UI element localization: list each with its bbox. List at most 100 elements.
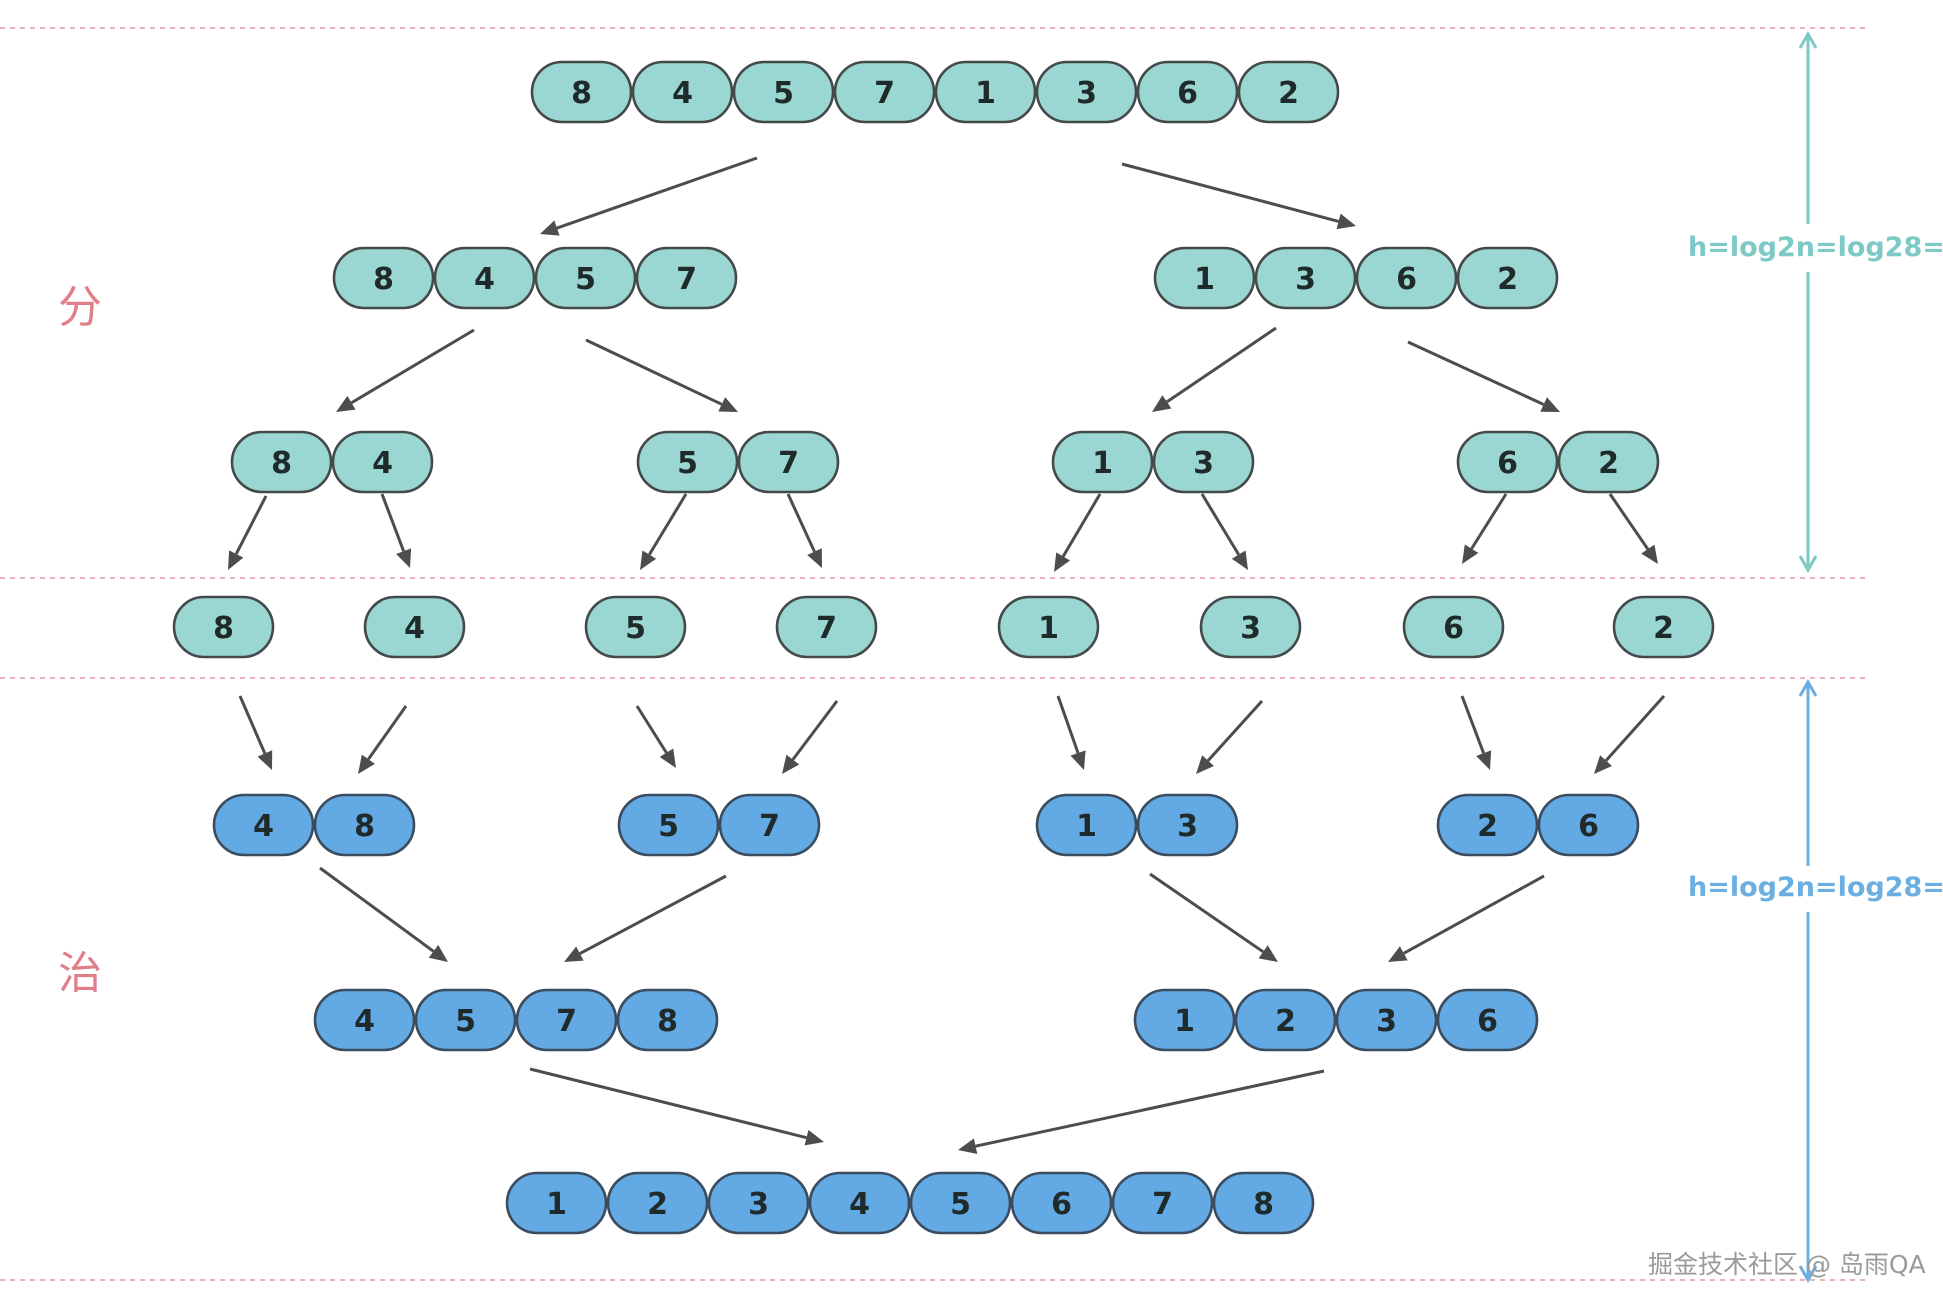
number-pill (1111, 1171, 1214, 1235)
number-pill (1035, 60, 1138, 124)
pill-value: 7 (759, 809, 780, 844)
pill-value: 5 (950, 1187, 971, 1222)
pill-value: 3 (1193, 446, 1214, 481)
number-pill (718, 793, 821, 857)
pill-value: 4 (849, 1187, 870, 1222)
arrow-head (1641, 544, 1658, 564)
number-pill (616, 988, 719, 1052)
group-divide-level-3-6: 6 (1402, 595, 1505, 659)
arrow-head (807, 548, 822, 568)
number-pill (1199, 595, 1302, 659)
number-pill (636, 430, 739, 494)
pill-value: 3 (1376, 1004, 1397, 1039)
pill-value: 4 (354, 1004, 375, 1039)
arrow-head (396, 548, 412, 568)
height-label-conquer: h=log2n=log28=3 (1688, 872, 1943, 903)
number-pill (1153, 246, 1256, 310)
arrow-line (529, 1067, 807, 1140)
pill-value: 7 (778, 446, 799, 481)
number-pill (1355, 246, 1458, 310)
arrow-line (319, 866, 435, 953)
arrow-line (585, 338, 723, 406)
arrow-head (1196, 755, 1215, 774)
arrow-line (1460, 695, 1486, 754)
pill-value: 5 (625, 611, 646, 646)
number-pill (1212, 1171, 1315, 1235)
pill-value: 7 (676, 262, 697, 297)
pill-value: 1 (1092, 446, 1113, 481)
pill-value: 4 (253, 809, 274, 844)
arrow-line (1121, 162, 1339, 223)
watermark: 掘金技术社区 @ 岛雨QA (1648, 1250, 1926, 1279)
pill-value: 1 (1038, 611, 1059, 646)
pill-value: 7 (874, 76, 895, 111)
number-pill (808, 1171, 911, 1235)
arrow-line (791, 700, 839, 761)
height-indicator-conquer: h=log2n=log28=3 (1688, 678, 1943, 1284)
number-pill (515, 988, 618, 1052)
group-conquer-level-5-0: 4 5 7 8 (313, 988, 719, 1052)
group-divide-level-3-5: 3 (1199, 595, 1302, 659)
pill-value: 6 (1396, 262, 1417, 297)
number-pill (909, 1171, 1012, 1235)
arrow-head (1258, 945, 1278, 962)
arrow-line (648, 493, 688, 556)
number-pill (363, 595, 466, 659)
number-pill (1436, 793, 1539, 857)
arrow-head (1388, 946, 1408, 962)
arrow-head (336, 395, 356, 412)
pill-value: 3 (1076, 76, 1097, 111)
pill-value: 8 (271, 446, 292, 481)
number-pill (1335, 988, 1438, 1052)
pill-value: 3 (1177, 809, 1198, 844)
arrow-head (1476, 750, 1492, 770)
arrow-line (1407, 340, 1545, 406)
arrow-line (1061, 493, 1102, 558)
pill-value: 6 (1578, 809, 1599, 844)
pill-value: 4 (404, 611, 425, 646)
pill-value: 8 (373, 262, 394, 297)
pill-value: 2 (1598, 446, 1619, 481)
arrow-head (1152, 395, 1172, 412)
number-pill (1152, 430, 1255, 494)
arrow-line (1470, 493, 1508, 550)
pill-value: 3 (1240, 611, 1261, 646)
pill-value: 7 (1152, 1187, 1173, 1222)
number-pill (606, 1171, 709, 1235)
arrow-head (257, 750, 273, 770)
pill-value: 5 (677, 446, 698, 481)
arrow-head (659, 748, 676, 768)
number-pill (1456, 246, 1559, 310)
arrow-head (540, 220, 560, 236)
pill-value: 3 (748, 1187, 769, 1222)
pill-value: 2 (1278, 76, 1299, 111)
pill-value: 7 (556, 1004, 577, 1039)
pill-value: 5 (455, 1004, 476, 1039)
number-pill (1612, 595, 1715, 659)
pill-value: 8 (657, 1004, 678, 1039)
arrow-head (1054, 552, 1071, 572)
pill-value: 8 (1253, 1187, 1274, 1222)
number-pill (433, 246, 536, 310)
arrow-line (1608, 493, 1650, 551)
number-pill (1136, 793, 1239, 857)
arrows-layer (228, 156, 1666, 1155)
pill-value: 1 (546, 1187, 567, 1222)
number-pill (635, 246, 738, 310)
number-pill (997, 595, 1100, 659)
number-pill (172, 595, 275, 659)
number-pill (313, 988, 416, 1052)
pill-value: 5 (658, 809, 679, 844)
arrow-line (1166, 326, 1277, 404)
arrow-line (1056, 695, 1080, 754)
arrow-line (1403, 874, 1545, 955)
pill-value: 1 (1076, 809, 1097, 844)
arrow-line (1206, 699, 1264, 762)
number-pill (1402, 595, 1505, 659)
number-pill (707, 1171, 810, 1235)
